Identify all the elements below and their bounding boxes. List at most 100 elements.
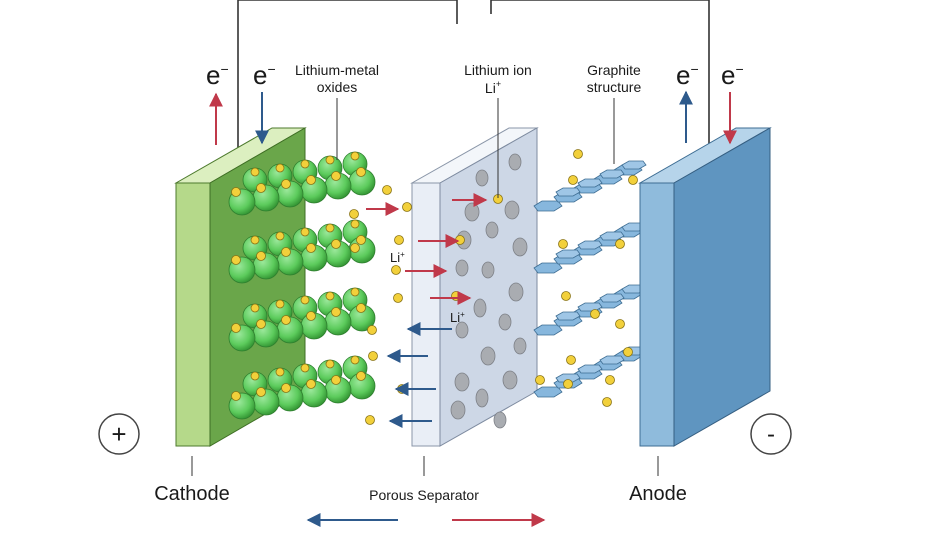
lithium-ion-dot <box>331 307 341 317</box>
lithium-ion-dot <box>563 379 573 389</box>
lithium-ion-dot <box>231 391 241 401</box>
lithium-ion-dot <box>605 375 615 385</box>
graphite-structure <box>533 160 647 398</box>
positive-terminal-sign: + <box>111 419 126 449</box>
lithium-ion-dot <box>231 323 241 333</box>
lithium-ion-dot <box>281 315 291 325</box>
lithium-ion-dot <box>300 363 310 373</box>
lithium-ion-dot <box>368 351 378 361</box>
positive-terminal: + <box>98 413 140 455</box>
lithium-ion-dot <box>568 175 578 185</box>
separator-pore <box>485 221 499 239</box>
callout-lines <box>191 98 659 476</box>
lithium-ion-dot <box>306 311 316 321</box>
graphite-hexagon <box>577 302 603 312</box>
lithium-ion-dot <box>325 155 335 165</box>
lithium-ion-dot <box>250 235 260 245</box>
lithium-ion-dot <box>275 231 285 241</box>
lithium-ion-dot <box>356 303 366 313</box>
lithium-ion-dot <box>367 325 377 335</box>
electron-flow-arrows <box>209 90 737 145</box>
lithium-ion-dot <box>256 251 266 261</box>
lithium-ion-dot <box>281 247 291 257</box>
graphite-hexagon <box>599 231 625 241</box>
ion-label: Li+ <box>390 250 405 265</box>
lithium-ion-dot <box>393 293 403 303</box>
graphite-label-line2: structure <box>587 79 642 95</box>
electron-label: e− <box>206 60 229 90</box>
lithium-ion-dot <box>306 175 316 185</box>
lithium-ion-dot <box>275 367 285 377</box>
lithium-ion-dot <box>356 235 366 245</box>
lithium-ions <box>349 149 638 425</box>
separator-label: Porous Separator <box>369 487 479 503</box>
lithium-ion-dot <box>573 149 583 159</box>
lithium-ion-dot <box>602 397 612 407</box>
lithium-ion-dot <box>250 167 260 177</box>
separator-pore <box>493 411 507 429</box>
separator-pore <box>455 321 469 339</box>
lithium-ion-dot <box>306 379 316 389</box>
anode-plate <box>638 127 772 447</box>
lithium-ion-label: Lithium ion <box>464 62 532 78</box>
lithium-ion-dot <box>623 347 633 357</box>
lithium-ion-dot <box>615 239 625 249</box>
graphite-hexagon <box>599 293 625 303</box>
electron-label: e− <box>721 60 744 90</box>
graphite-hexagon <box>577 364 603 374</box>
lithium-ion-dot <box>350 219 360 229</box>
lithium-ion-dot <box>558 239 568 249</box>
negative-terminal-sign: - <box>767 421 775 448</box>
lithium-ion-dot <box>615 319 625 329</box>
negative-terminal: - <box>750 413 792 455</box>
separator-pore <box>455 259 469 277</box>
separator-pore <box>512 237 528 257</box>
anode-label: Anode <box>629 483 687 505</box>
lithium-ion-dot <box>325 223 335 233</box>
graphite-hexagon <box>621 160 647 170</box>
graphite-hexagon <box>533 386 563 398</box>
graphite-hexagon <box>533 200 563 212</box>
separator-pore <box>481 261 495 279</box>
lithium-ion-dot <box>402 202 412 212</box>
lithium-ion-symbol: Li+ <box>485 79 501 96</box>
lithium-ion-dot <box>561 291 571 301</box>
separator-pore <box>454 372 470 392</box>
cathode-label: Cathode <box>154 483 230 505</box>
lithium-ion-dot <box>394 235 404 245</box>
ion-flow-arrows <box>366 193 488 428</box>
lithium-ion-dot <box>300 227 310 237</box>
separator-pore <box>508 153 522 171</box>
separator-pore <box>450 400 466 420</box>
separator-pore <box>498 313 512 331</box>
lithium-ion-dot <box>350 287 360 297</box>
lithium-ion-dot <box>451 291 461 301</box>
lithium-ion-dot <box>356 167 366 177</box>
lithium-ion-dot <box>231 255 241 265</box>
graphite-hexagon <box>555 249 581 259</box>
lithium-ion-dot <box>628 175 638 185</box>
lithium-ion-dot <box>331 375 341 385</box>
graphite-hexagon <box>555 187 581 197</box>
lithium-ion-dot <box>590 309 600 319</box>
lithium-ion-dot <box>231 187 241 197</box>
lithium-ion-dot <box>256 183 266 193</box>
lithium-metal-oxides-label: Lithium-metal <box>295 62 379 78</box>
lithium-ion-dot <box>256 387 266 397</box>
lithium-ion-dot <box>382 185 392 195</box>
lithium-ion-dot <box>281 383 291 393</box>
graphite-hexagon <box>555 373 581 383</box>
lithium-ion-dot <box>325 359 335 369</box>
separator-pore <box>473 298 487 318</box>
lithium-metal-oxides-label-line2: oxides <box>317 79 357 95</box>
lithium-ion-dot <box>250 303 260 313</box>
lithium-ion-dot <box>331 171 341 181</box>
graphite-label: Graphite <box>587 62 641 78</box>
separator-pore <box>513 337 527 355</box>
electron-label: e− <box>676 60 699 90</box>
lithium-ion-dot <box>331 239 341 249</box>
separator-pore <box>475 169 489 187</box>
graphite-hexagon <box>577 178 603 188</box>
lithium-ion-dot <box>275 163 285 173</box>
